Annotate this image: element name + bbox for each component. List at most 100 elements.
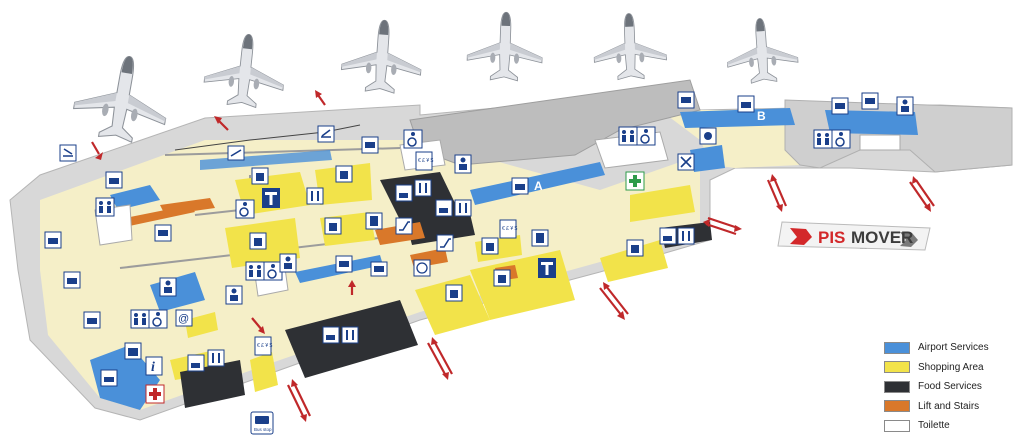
legend-item-food-services: Food Services	[884, 377, 1020, 397]
legend-swatch	[884, 419, 910, 432]
toilet-icon	[95, 197, 115, 217]
airplane-icon	[201, 29, 289, 111]
police-icon	[896, 96, 914, 116]
pismover-sign: PIS MOVER ......	[777, 221, 931, 251]
legend-swatch	[884, 341, 910, 354]
coffee-icon	[322, 326, 340, 344]
taxi-t-icon	[262, 188, 280, 208]
currency-exchange-icon: € £ ¥ $	[415, 151, 434, 171]
airplane-icon	[724, 15, 800, 86]
wheelchair-icon	[831, 129, 851, 149]
fork-knife-icon	[414, 179, 432, 197]
baby-change-icon	[699, 127, 717, 145]
legend-label: Food Services	[918, 381, 982, 393]
car-rental-icon	[100, 369, 118, 387]
police-icon	[159, 277, 177, 297]
arrow-icon	[251, 317, 265, 334]
police-icon	[225, 285, 243, 305]
flow-arrows	[91, 90, 935, 422]
svg-text:€ £ ¥ $: € £ ¥ $	[257, 343, 273, 349]
police-icon	[454, 154, 472, 174]
toilet-icon	[130, 309, 150, 329]
arrivals-icon	[59, 144, 77, 162]
airport-services-areas	[90, 108, 918, 410]
information-icon: i	[145, 356, 163, 376]
shopping-bag-icon	[324, 217, 342, 235]
wheelchair-icon	[263, 261, 283, 281]
currency-exchange-icon: € £ ¥ $	[254, 336, 273, 356]
shopping-bag-icon	[249, 232, 267, 250]
svg-text:i: i	[151, 360, 155, 375]
fork-knife-icon	[677, 227, 695, 245]
legend-label: Airport Services	[918, 342, 989, 354]
lift-icon	[531, 229, 549, 247]
service-icons: € £ ¥ $ € £ ¥ $ € £ ¥ $ i @	[44, 91, 914, 404]
meeting-point-icon	[413, 259, 431, 277]
toilet-icon	[618, 126, 638, 146]
shopping-bag-icon	[445, 284, 463, 302]
legend-item-lift-and-stairs: Lift and Stairs	[884, 397, 1020, 417]
airplane-icon	[339, 17, 425, 96]
no-entry-icon	[677, 153, 695, 171]
arrow-icon	[909, 176, 935, 212]
fork-knife-icon	[341, 326, 359, 344]
legend: Airport Services Shopping Area Food Serv…	[884, 338, 1020, 436]
legend-swatch	[884, 361, 910, 374]
wheelchair-icon	[148, 309, 168, 329]
pharmacy-icon	[625, 171, 645, 191]
shopping-bag-icon	[335, 165, 353, 183]
wheelchair-icon	[636, 126, 656, 146]
baggage-claim-icon	[737, 95, 755, 113]
airplane-icon	[69, 48, 176, 148]
coffee-icon	[187, 354, 205, 372]
svg-text:€ £ ¥ $: € £ ¥ $	[418, 158, 434, 164]
security-check-icon	[361, 136, 379, 154]
arrow-icon	[91, 141, 103, 160]
departures-icon	[317, 125, 335, 143]
restroom-sign-icon	[370, 261, 388, 277]
taxi-t-icon	[538, 258, 556, 278]
arrow-icon	[214, 116, 229, 131]
legend-item-toilette: Toilette	[884, 416, 1020, 436]
arrow-icon	[427, 337, 453, 380]
legend-item-airport-services: Airport Services	[884, 338, 1020, 358]
shopping-bag-icon	[626, 239, 644, 257]
gate-a-label: A	[534, 179, 543, 193]
pismover-tagline: ......	[860, 245, 867, 250]
gate-b-label: B	[757, 109, 766, 123]
pismover-brand-right: MOVER	[851, 228, 913, 247]
legend-swatch	[884, 400, 910, 413]
wheelchair-icon	[403, 129, 423, 149]
legend-label: Shopping Area	[918, 361, 984, 373]
arrow-icon	[315, 90, 326, 106]
baggage-claim-icon	[44, 231, 62, 249]
bus-stop-label: Bus stop	[254, 427, 272, 432]
coffee-icon	[435, 199, 453, 217]
security-check-icon	[154, 224, 172, 242]
arrow-icon	[766, 174, 788, 212]
fork-knife-icon	[454, 199, 472, 217]
baggage-claim-icon	[83, 311, 101, 329]
toilet-icon	[245, 261, 265, 281]
internet-point-icon: @	[175, 309, 193, 327]
shopping-bag-icon	[251, 167, 269, 185]
first-aid-icon	[145, 384, 165, 404]
bus-icon	[255, 416, 269, 424]
arrow-icon	[599, 282, 629, 320]
svg-text:@: @	[178, 313, 189, 325]
police-icon	[279, 253, 297, 273]
currency-exchange-icon: € £ ¥ $	[499, 219, 518, 239]
security-check-icon	[831, 97, 849, 115]
legend-label: Lift and Stairs	[918, 400, 980, 412]
svg-text:€ £ ¥ $: € £ ¥ $	[502, 226, 518, 232]
wheelchair-icon	[235, 199, 255, 219]
arrow-icon	[703, 216, 742, 236]
legend-swatch	[884, 380, 910, 393]
arrow-icon	[348, 280, 356, 295]
departures-icon	[227, 145, 245, 161]
arrow-icon	[287, 379, 311, 422]
baggage-claim-icon	[511, 177, 529, 195]
baggage-claim-icon	[105, 171, 123, 189]
escalator-icon	[436, 234, 454, 252]
